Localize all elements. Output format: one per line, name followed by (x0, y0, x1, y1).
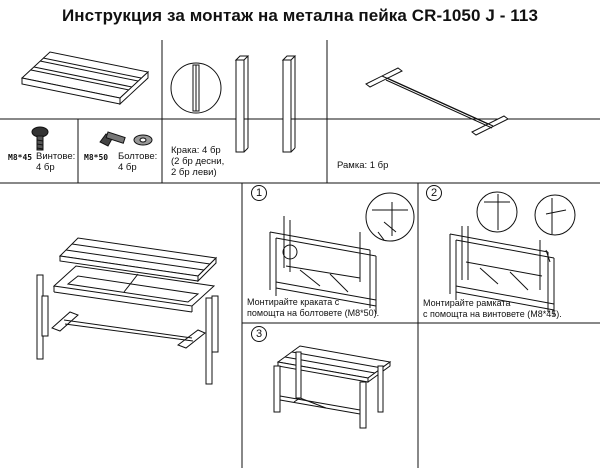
bolt-code: M8*50 (84, 153, 109, 162)
legs-label: Крака: 4 бр (2 бр десни, 2 бр леви) (171, 145, 225, 178)
screw-icon (31, 126, 49, 151)
step-1-text: Монтирайте краката с помощта на болтовет… (247, 297, 380, 318)
legs-illustration (170, 55, 297, 153)
step-3-number: 3 (251, 326, 267, 342)
frame-illustration (365, 67, 509, 136)
screw-code: M8*45 (8, 153, 33, 162)
washer-icon (133, 134, 153, 146)
step-2-illustration (449, 191, 576, 316)
frame-label: Рамка: 1 бр (337, 160, 389, 171)
screw-label: Винтове: 4 бр (36, 151, 76, 173)
bolt-icon (99, 131, 126, 147)
exploded-view-illustration (36, 237, 219, 385)
step-3-illustration (273, 345, 392, 429)
step-2-number: 2 (426, 185, 442, 201)
page-title: Инструкция за монтаж на метална пейка CR… (61, 6, 539, 25)
step-2-text: Монтирайте рамката с помощта на винтовет… (423, 298, 562, 319)
step-1-number: 1 (251, 185, 267, 201)
seat-board-illustration (20, 51, 150, 106)
bolt-label: Болтове: 4 бр (118, 151, 158, 173)
step-1-illustration (269, 192, 415, 314)
